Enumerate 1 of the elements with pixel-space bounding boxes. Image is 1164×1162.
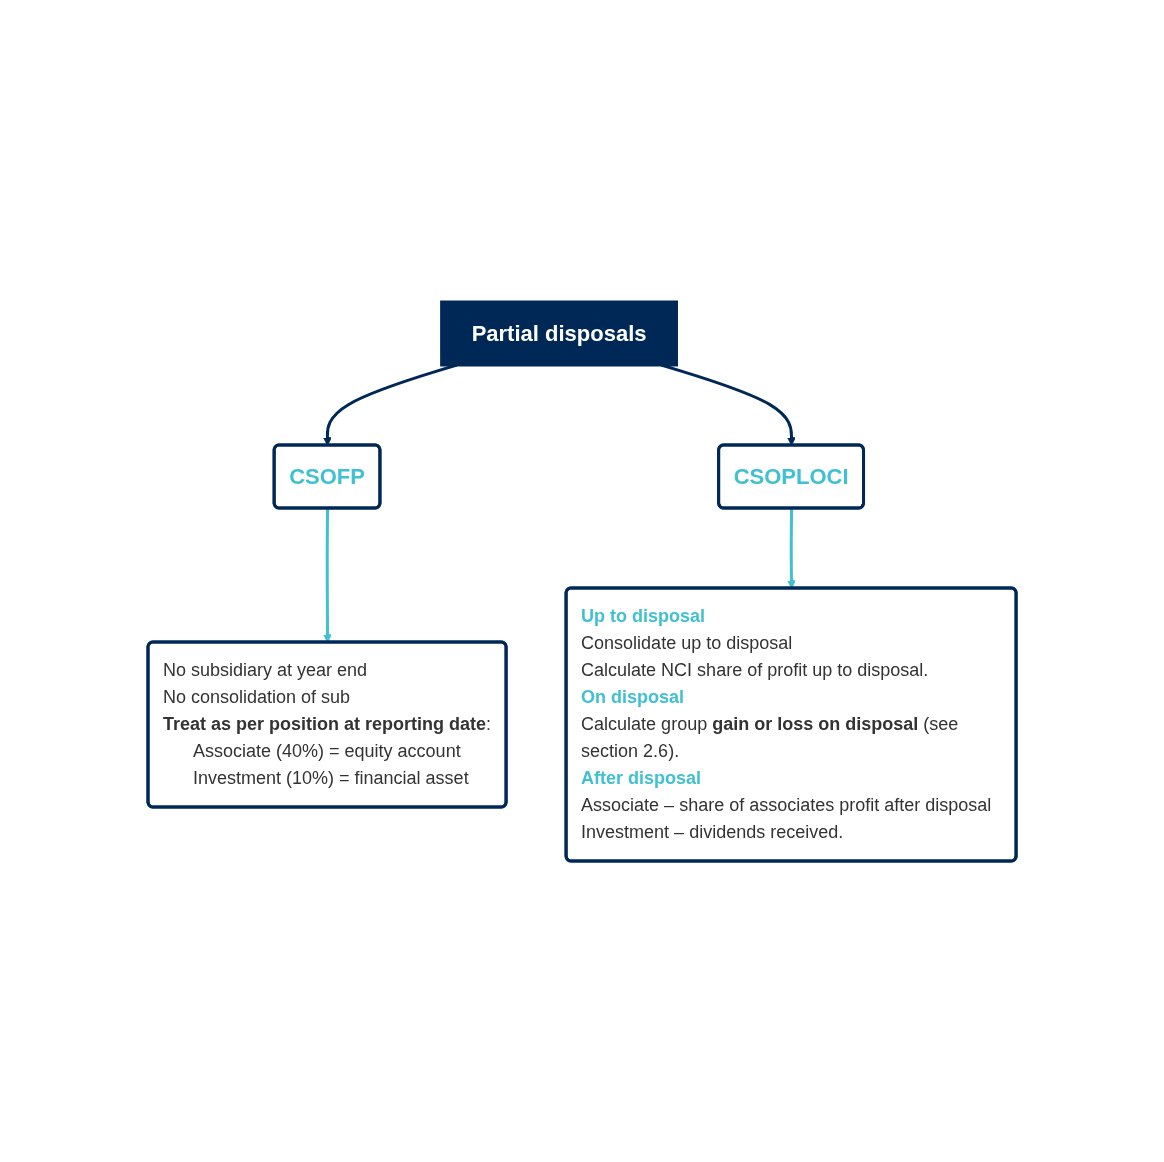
node-box: Partial disposals (440, 300, 678, 366)
